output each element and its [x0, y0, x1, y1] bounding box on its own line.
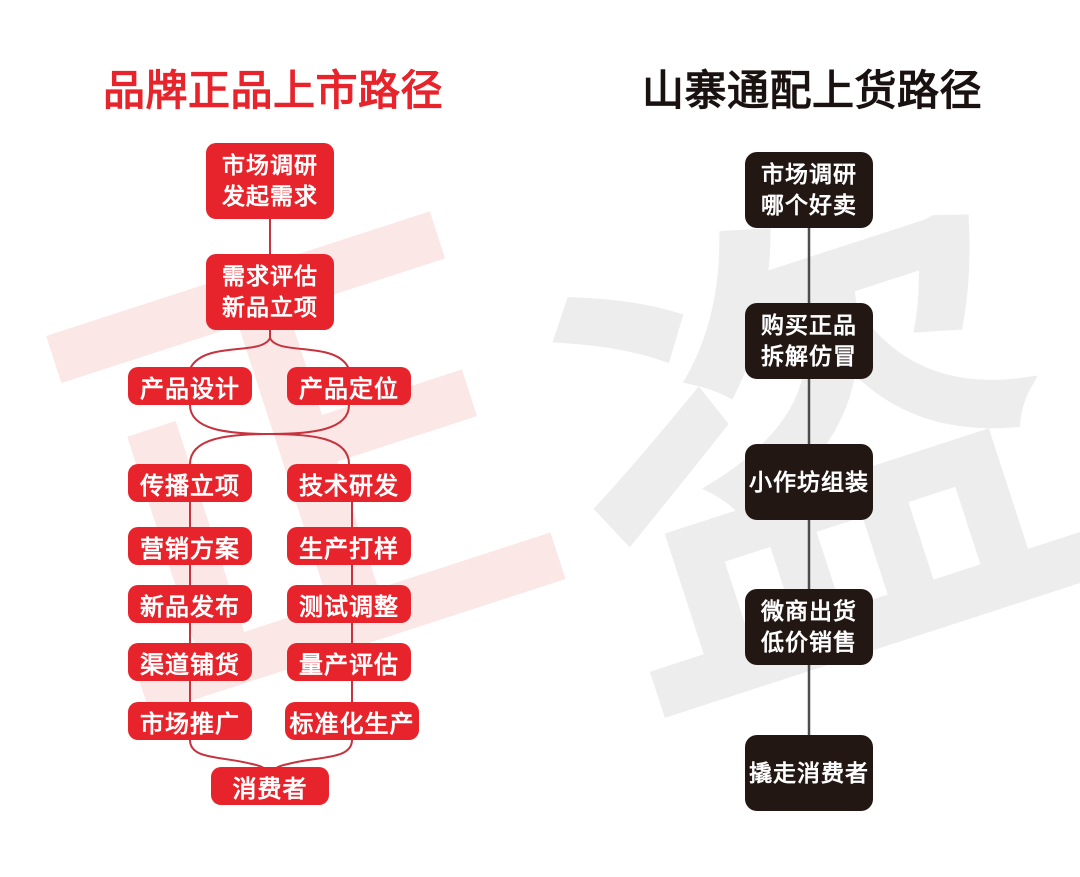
flow-node-product-positioning: 产品定位	[287, 367, 411, 405]
flow-node-buy-genuine-copy: 购买正品 拆解仿冒	[745, 303, 873, 379]
right-flow-title: 山寨通配上货路径	[641, 67, 983, 114]
flow-node-market-promotion: 市场推广	[128, 702, 252, 740]
flow-node-wechat-lowprice-sales: 微商出货 低价销售	[745, 589, 873, 665]
flow-node-consumer: 消费者	[211, 767, 329, 805]
flow-node-research-what-sells: 市场调研 哪个好卖	[745, 152, 873, 228]
flow-node-test-adjust: 测试调整	[287, 585, 411, 623]
flow-node-demand-evaluation: 需求评估 新品立项	[206, 254, 334, 330]
flow-node-marketing-plan: 营销方案	[128, 527, 252, 565]
flow-node-standardized-production: 标准化生产	[285, 702, 419, 740]
flow-node-market-research-demand: 市场调研 发起需求	[206, 143, 334, 219]
flow-node-channel-distribution: 渠道铺货	[128, 643, 252, 681]
flow-node-steal-consumers: 撬走消费者	[745, 735, 873, 811]
flow-node-production-sample: 生产打样	[287, 527, 411, 565]
flow-node-mass-production-eval: 量产评估	[287, 643, 411, 681]
flow-node-workshop-assembly: 小作坊组装	[745, 444, 873, 520]
flow-node-tech-rnd: 技术研发	[287, 464, 411, 502]
flow-node-communication-project: 传播立项	[128, 464, 252, 502]
flow-node-product-design: 产品设计	[128, 367, 252, 405]
flow-node-new-product-launch: 新品发布	[128, 585, 252, 623]
left-flow-title: 品牌正品上市路径	[102, 67, 444, 114]
